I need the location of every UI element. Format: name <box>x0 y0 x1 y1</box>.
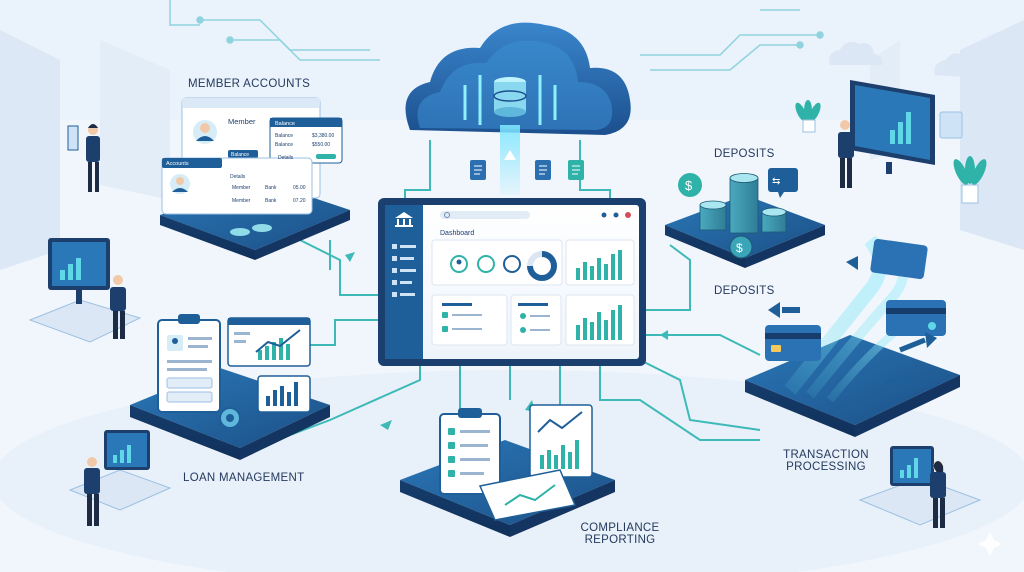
dashboard-monitor <box>378 198 646 366</box>
dashboard-search-bar <box>440 211 530 219</box>
compliance-reporting-label: COMPLIANCE REPORTING <box>568 522 672 546</box>
compliance-label-line-2: REPORTING <box>584 534 656 546</box>
circuit-lines <box>169 0 824 71</box>
transaction-label-line-1: TRANSACTION <box>783 449 869 461</box>
compliance-reporting-platform <box>400 404 615 537</box>
balance-panel-title: Balance <box>275 121 295 127</box>
deposits-platform: $ $ ⇆ <box>665 168 825 268</box>
cloud-storage <box>405 22 631 195</box>
accounts-row-2-bank: Bank <box>265 198 277 204</box>
accounts-details-text: Details <box>230 174 246 180</box>
transaction-label-line-2: PROCESSING <box>786 461 866 473</box>
loan-management-platform <box>130 314 330 460</box>
deposits-top-label: DEPOSITS <box>714 148 775 160</box>
svg-text:$: $ <box>736 241 743 255</box>
transaction-processing-platform <box>745 235 960 437</box>
deposits-mid-label: DEPOSITS <box>714 285 775 297</box>
compliance-label-line-1: COMPLIANCE <box>580 522 660 534</box>
member-card-title: Member <box>228 117 256 126</box>
member-accounts-platform <box>160 97 350 260</box>
accounts-row-1-label: Member <box>232 185 251 191</box>
transfer-icon <box>768 168 798 192</box>
gear-icon <box>219 407 241 429</box>
member-card-text: Member Balance Balance Balance $3,380.00… <box>166 117 334 204</box>
dollar-icon: $ <box>685 178 693 193</box>
dashboard-title: Dashboard <box>440 230 474 237</box>
accounts-row-1-code: 05.00 <box>293 185 306 191</box>
balance-row-2-value: $550.00 <box>312 142 330 148</box>
loan-management-label: LOAN MANAGEMENT <box>183 472 305 484</box>
accounts-row-1-bank: Bank <box>265 185 277 191</box>
sync-document-icons <box>470 160 584 180</box>
accounts-card-title: Accounts <box>166 161 189 167</box>
member-accounts-label: MEMBER ACCOUNTS <box>188 78 311 90</box>
balance-row-1-label: Balance <box>275 133 293 139</box>
accounts-row-2-label: Member <box>232 198 251 204</box>
person-left-desk <box>28 238 142 343</box>
credit-card-icon <box>765 325 821 361</box>
svg-text:⇆: ⇆ <box>772 176 780 187</box>
member-details-text: Details <box>278 155 294 161</box>
person-bottom-right <box>858 446 1002 556</box>
balance-row-1-value: $3,380.00 <box>312 133 334 139</box>
person-bottom-left <box>68 430 172 526</box>
transaction-processing-label: TRANSACTION PROCESSING <box>776 449 876 473</box>
person-top-right <box>795 42 987 204</box>
person-top-left <box>67 124 100 192</box>
balance-row-2-label: Balance <box>275 142 293 148</box>
accounts-row-2-code: 07.20 <box>293 198 306 204</box>
member-balance-button[interactable]: Balance <box>231 152 249 158</box>
bank-icon <box>395 212 413 227</box>
